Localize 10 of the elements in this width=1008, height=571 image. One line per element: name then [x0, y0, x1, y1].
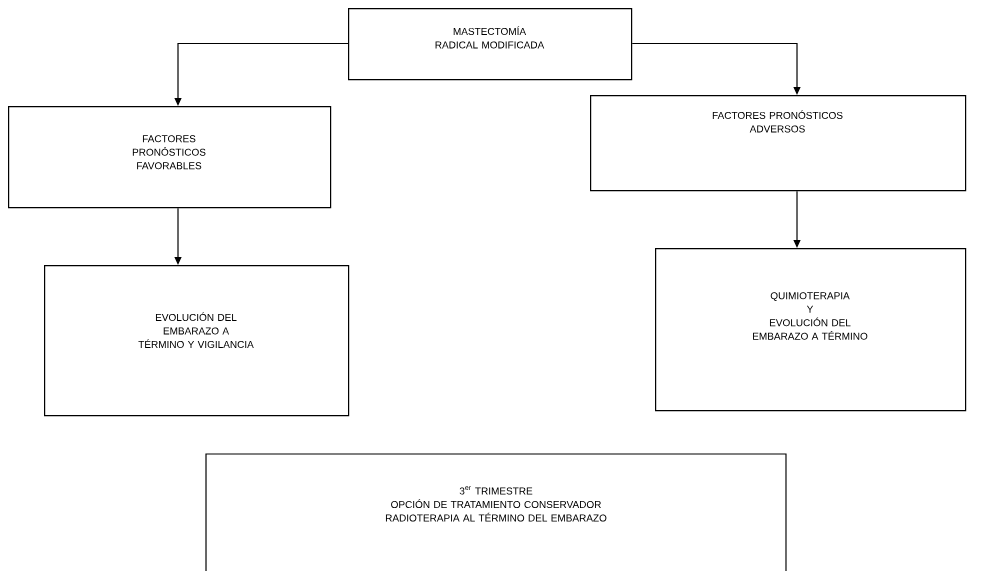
process-box: QUIMIOTERAPIA Y EVOLUCIÓN DEL EMBARAZO A TÉRMINO: [655, 248, 967, 412]
process-box: FACTORES PRONÓSTICOS ADVERSOS: [590, 95, 967, 192]
process-box: EVOLUCIÓN DEL EMBARAZO A TÉRMINO Y VIGILANCIA: [44, 265, 350, 417]
arrow: [174, 42, 349, 106]
process-box: $\mbox{3}^{\mbox{\scriptsize er}}\ \mbox{TRIMESTRE}$ OPCIÓN DE TRATAMIENTO CONSERVADOR RADIOTERAPIA AL TÉRMINO DEL EMBARAZO: [205, 453, 787, 571]
arrow: [793, 190, 801, 248]
process-box: FACTORES PRONÓSTICOS FAVORABLES: [8, 106, 332, 209]
process-box: MASTECTOMÍA RADICAL MODIFICADA: [348, 8, 633, 81]
arrow: [174, 207, 182, 265]
arrow: [631, 42, 801, 95]
